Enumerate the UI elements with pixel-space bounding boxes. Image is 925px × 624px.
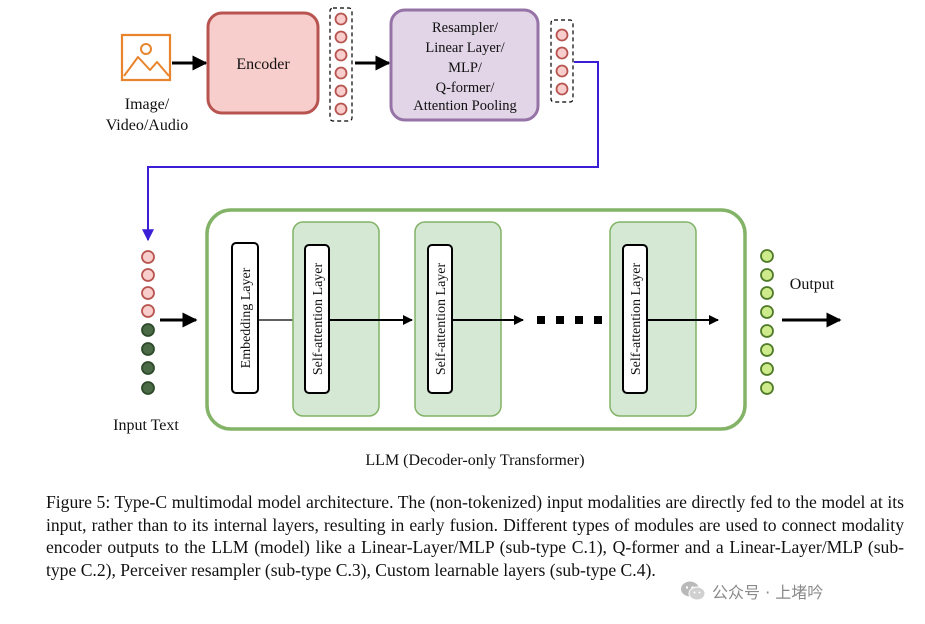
connector-output-token-group bbox=[550, 19, 574, 103]
self-attention-layer-label: Self-attention Layer bbox=[311, 262, 326, 375]
output-label: Output bbox=[790, 276, 835, 293]
ellipsis-dot bbox=[575, 316, 583, 324]
llm-container bbox=[205, 208, 747, 431]
watermark-text: 公众号 · 上堵吟 bbox=[712, 583, 824, 602]
encoder-output-token-group bbox=[329, 7, 353, 122]
input-text-label: Input Text bbox=[113, 417, 179, 434]
architecture-diagram: Image/ Video/Audio Encoder Resampler/ Li… bbox=[106, 7, 842, 469]
encoder-token bbox=[334, 66, 348, 80]
ellipsis-dot bbox=[594, 316, 602, 324]
watermark: 公众号 · 上堵吟 bbox=[680, 578, 823, 604]
output-token bbox=[760, 381, 774, 395]
connector-label-line: Linear Layer/ bbox=[425, 40, 505, 56]
input-modality-label-line2: Video/Audio bbox=[106, 117, 189, 134]
encoder-output-tokens bbox=[334, 12, 348, 116]
encoder-token bbox=[334, 30, 348, 44]
encoder-token bbox=[334, 48, 348, 62]
output-token bbox=[760, 305, 774, 319]
encoder-label: Encoder bbox=[236, 56, 290, 73]
connector-token bbox=[555, 28, 569, 42]
self-attention-layer-label: Self-attention Layer bbox=[629, 262, 644, 375]
ellipsis-dot bbox=[537, 316, 545, 324]
connector-label-line: MLP/ bbox=[448, 60, 483, 76]
encoder-token bbox=[334, 102, 348, 116]
modality-token bbox=[141, 268, 155, 282]
text-token bbox=[141, 323, 155, 337]
connector-token bbox=[555, 46, 569, 60]
embedding-layer-box bbox=[231, 242, 259, 394]
output-token bbox=[760, 343, 774, 357]
embedding-layer-label: Embedding Layer bbox=[239, 267, 254, 368]
input-modality-label-line1: Image/ bbox=[125, 96, 170, 113]
route-arrow-to-input bbox=[142, 61, 599, 242]
output-token bbox=[760, 362, 774, 376]
connector-label-line: Q-former/ bbox=[436, 80, 496, 96]
encoder-box bbox=[206, 11, 320, 115]
modality-token bbox=[141, 286, 155, 300]
encoder-token bbox=[334, 12, 348, 26]
llm-label: LLM (Decoder-only Transformer) bbox=[365, 452, 584, 469]
connector-token bbox=[555, 64, 569, 78]
modality-token bbox=[141, 304, 155, 318]
self-attention-layer-label: Self-attention Layer bbox=[434, 262, 449, 375]
output-token bbox=[760, 249, 774, 263]
self-attention-layer-box bbox=[622, 244, 648, 394]
connector-label-line: Resampler/ bbox=[432, 20, 499, 36]
text-token bbox=[141, 361, 155, 375]
input-tokens bbox=[141, 250, 155, 395]
text-token bbox=[141, 381, 155, 395]
output-token bbox=[760, 324, 774, 338]
image-icon bbox=[120, 33, 172, 82]
figure-caption: Figure 5: Type-C multimodal model archit… bbox=[46, 492, 904, 580]
text-token bbox=[141, 342, 155, 356]
encoder-token bbox=[334, 84, 348, 98]
connector-output-tokens bbox=[555, 28, 569, 96]
ellipsis-dots bbox=[537, 316, 602, 324]
output-tokens bbox=[760, 249, 774, 395]
ellipsis-dot bbox=[556, 316, 564, 324]
modality-token bbox=[141, 250, 155, 264]
output-token bbox=[760, 286, 774, 300]
self-attention-layer-box bbox=[304, 244, 330, 394]
connector-token bbox=[555, 82, 569, 96]
connector-module-box bbox=[389, 8, 540, 122]
wechat-icon bbox=[681, 581, 706, 601]
self-attention-layer-box bbox=[427, 244, 453, 394]
connector-label-line: Attention Pooling bbox=[413, 98, 517, 114]
output-token bbox=[760, 268, 774, 282]
